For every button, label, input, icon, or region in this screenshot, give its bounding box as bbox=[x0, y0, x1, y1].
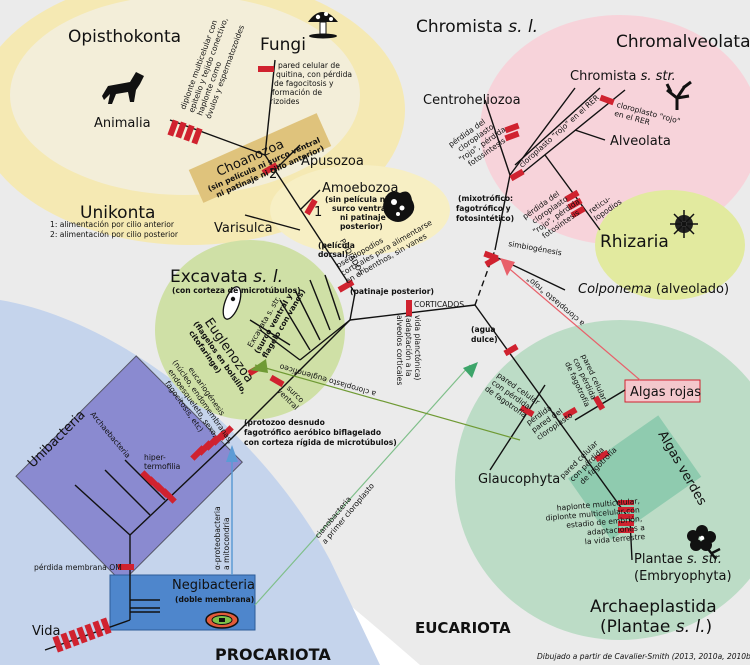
annotation-line: de fagocitosis y bbox=[274, 79, 334, 88]
choanozoa-box bbox=[188, 113, 332, 203]
cyanobacteria-arrow bbox=[254, 364, 471, 606]
cyanobacteria-arrowhead bbox=[463, 362, 478, 378]
chromalveolata-label: Chromalveolata bbox=[616, 32, 750, 52]
unikonta-label: Unikonta bbox=[80, 203, 155, 223]
euglenophyte-arrow bbox=[254, 364, 521, 441]
eucariota-label: EUCARIOTA bbox=[415, 619, 511, 637]
trait-markers bbox=[52, 66, 634, 653]
protozoo-note-2: fagotrófico aeróbico biflagelado bbox=[244, 428, 381, 437]
moose-icon bbox=[102, 72, 144, 104]
chromista-str-label: Chromista s. str. bbox=[570, 69, 676, 84]
perdida-membrana-label: pérdida membrana OM bbox=[34, 563, 122, 572]
annotation-line: alveolos corticales bbox=[395, 315, 404, 385]
unikonta-note-1: 1: alimentación por cilio anterior bbox=[50, 220, 175, 229]
plantae-str-label: Plantae s. str. bbox=[634, 552, 722, 567]
algas-verdes-box bbox=[568, 415, 702, 540]
mushroom-icon bbox=[308, 12, 338, 39]
agua-dulce-1: (agua bbox=[471, 325, 496, 334]
corticados-label: CORTICADOS bbox=[414, 300, 464, 309]
mitochondria-arrow-label: α-proteobacteria a mitocondria bbox=[213, 506, 231, 570]
unikonta-note-2: 2: alimentación por cilio posterior bbox=[50, 230, 179, 239]
mixotrofico-2: fagotrófico y bbox=[456, 204, 511, 213]
hipertermofilia-2: termofilia bbox=[144, 462, 180, 471]
animalia-label: Animalia bbox=[94, 116, 151, 131]
amoebozoa-note-1: (sin película ni bbox=[325, 195, 388, 204]
varisulca-label: Varisulca bbox=[214, 221, 273, 236]
pelicula-dorsal-2: dorsal) bbox=[318, 250, 348, 259]
protozoo-note-1: (protozoo desnudo bbox=[244, 418, 325, 427]
chromalveolata-region bbox=[480, 15, 750, 245]
annotation-line: (adaptación a la bbox=[404, 315, 413, 377]
negibacteria-label: Negibacteria bbox=[172, 578, 255, 593]
annotation-line: formación de bbox=[272, 88, 322, 97]
marker-1-label: 1 bbox=[314, 205, 322, 220]
centroheliozoa-label: Centroheliozoa bbox=[423, 93, 521, 108]
patinaje-posterior: (patinaje posterior) bbox=[350, 287, 434, 296]
alveolos-corticales-note: alveolos corticales (adaptación a la vid… bbox=[395, 315, 422, 385]
bacterium-icon bbox=[205, 611, 239, 629]
algas-rojas-box bbox=[624, 379, 701, 403]
red-chloroplast-arrow bbox=[504, 264, 641, 381]
algas-rojas-label: Algas rojas bbox=[630, 385, 701, 400]
fungi-label: Fungi bbox=[260, 35, 306, 55]
seaweed-icon bbox=[665, 80, 692, 110]
excavata-note: (con corteza de microtúbulos) bbox=[172, 286, 301, 295]
animalia-traits: diplonte multicelular con epitelio y tej… bbox=[178, 16, 246, 119]
amoebozoa-note-4: posterior) bbox=[340, 222, 383, 231]
glaucophyta-label: Glaucophyta bbox=[478, 472, 560, 487]
red-chloroplast-arrowhead bbox=[500, 258, 515, 276]
unibacteria-box bbox=[15, 355, 243, 583]
alveolata-label: Alveolata bbox=[610, 134, 671, 149]
annotation-line: α-proteobacteria bbox=[213, 506, 222, 570]
mixotrofico-1: (mixotrófico: bbox=[458, 194, 513, 203]
annotation-line: a mitocondria bbox=[222, 517, 231, 570]
mitochondria-arrowhead bbox=[226, 445, 238, 462]
amoebozoa-note-3: ni patinaje bbox=[340, 213, 386, 222]
euglena-icon bbox=[222, 286, 242, 320]
excavata-region bbox=[155, 240, 345, 420]
annotation-line: rizoides bbox=[270, 97, 299, 106]
radiolarian-icon bbox=[670, 210, 698, 238]
protozoo-note-3: con corteza rígida de microtúbulos) bbox=[244, 438, 397, 447]
amoeba-icon bbox=[383, 191, 415, 222]
excavata-label: Excavata s. l. bbox=[170, 267, 283, 287]
embryophyta-label: (Embryophyta) bbox=[634, 569, 732, 584]
annotation-line: quitina, con pérdida bbox=[276, 70, 352, 79]
procariota-label: PROCARIOTA bbox=[215, 645, 331, 664]
rhizaria-label: Rhizaria bbox=[600, 232, 669, 252]
euglenophyte-arrowhead bbox=[250, 359, 268, 373]
archaeplastida-label: Archaeplastida bbox=[590, 597, 717, 617]
chromista-sl-label: Chromista s. l. bbox=[416, 17, 538, 37]
plantae-sl-label: (Plantae s. l.) bbox=[600, 617, 712, 637]
opisthokonta-label: Opisthokonta bbox=[68, 27, 181, 47]
negibacteria-note: (doble membrana) bbox=[175, 595, 254, 604]
fungi-traits: pared celular de quitina, con pérdida de… bbox=[270, 61, 352, 106]
mixotrofico-3: fotosintético) bbox=[456, 214, 514, 223]
credit-text: Dibujado a partir de Cavalier-Smith (201… bbox=[537, 652, 750, 661]
amoebozoa-label: Amoebozoa bbox=[322, 181, 398, 196]
agua-dulce-2: dulce) bbox=[471, 335, 498, 344]
pelicula-dorsal-1: (película bbox=[318, 241, 355, 250]
vida-label: Vida bbox=[32, 624, 60, 639]
colponema-label: Colponema (alveolado) bbox=[578, 282, 729, 297]
annotation-line: vida planctónica) bbox=[413, 315, 422, 380]
amoebozoa-note-2: surco ventral bbox=[332, 204, 389, 213]
rhizaria-region bbox=[595, 190, 745, 300]
apusozoa-label: Apusozoa bbox=[301, 154, 364, 169]
hipertermofilia-1: hiper- bbox=[144, 453, 166, 462]
flower-icon bbox=[687, 525, 721, 560]
annotation-line: pared celular de bbox=[278, 61, 340, 70]
marker-2-label: 2 bbox=[269, 167, 277, 182]
